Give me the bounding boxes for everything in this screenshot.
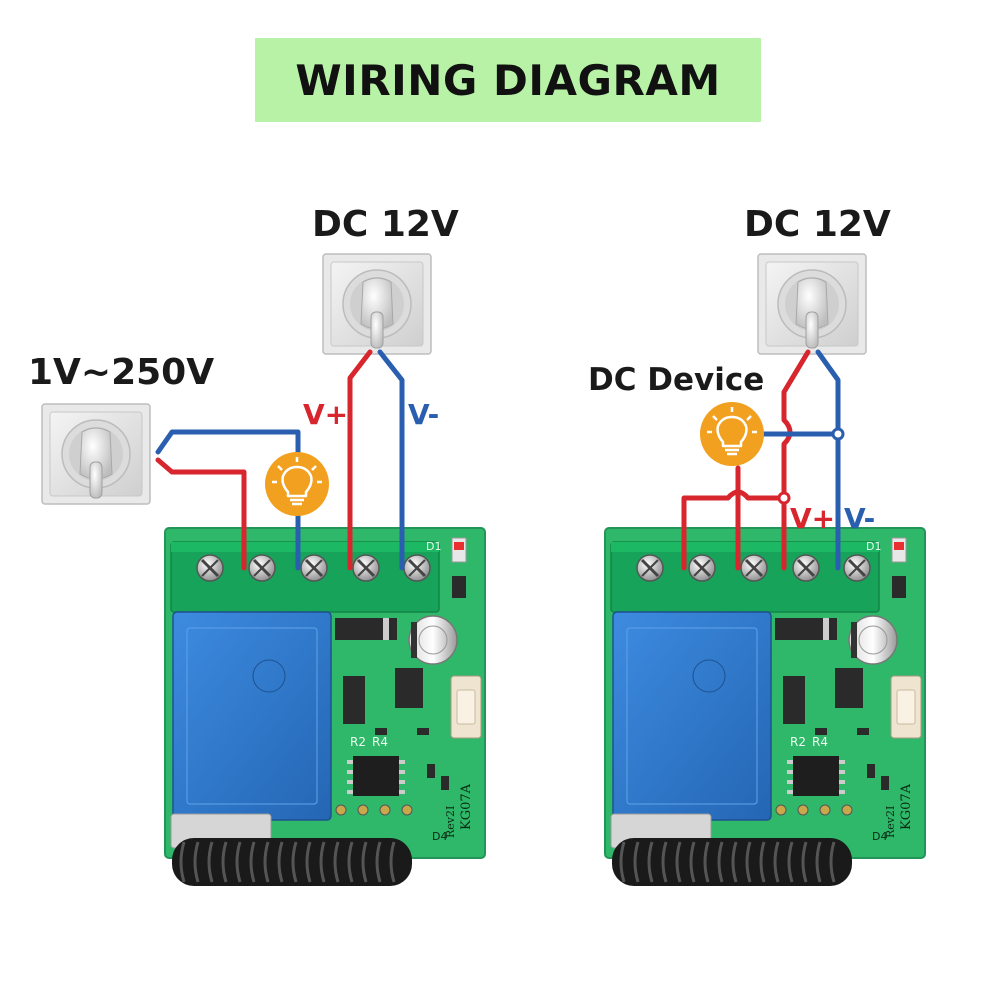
title-banner: WIRING DIAGRAM [255, 38, 761, 122]
right-board-d1: D1 [866, 540, 881, 553]
right-v-plus-label: V+ [790, 502, 836, 535]
right-board-r2: R2 [790, 735, 806, 749]
right-dc-wire-negative [815, 349, 841, 571]
right-dc-wire-positive [781, 349, 811, 571]
right-board [605, 528, 925, 858]
right-diagram [605, 253, 925, 886]
left-ac-socket-icon [41, 403, 151, 505]
left-ac-label: 1V~250V [28, 352, 215, 393]
page-title: WIRING DIAGRAM [295, 55, 721, 105]
right-board-rev: Rev2I [884, 806, 897, 838]
left-board-d1: D1 [426, 540, 441, 553]
right-v-minus-label: V- [844, 502, 876, 535]
right-board-d4: D4 [872, 830, 887, 843]
left-dc-wire-negative [377, 349, 405, 571]
left-board [165, 528, 485, 858]
left-antenna-coil-icon [172, 838, 412, 886]
left-board-model: KG07A [459, 783, 474, 830]
left-ac-wire-positive [155, 457, 247, 571]
right-board-r4: R4 [812, 735, 828, 749]
left-board-rev: Rev2I [444, 806, 457, 838]
left-dc-socket-icon [322, 253, 432, 355]
right-dc-label: DC 12V [744, 204, 891, 245]
right-light-bulb-icon [698, 400, 766, 468]
right-antenna-coil-icon [612, 838, 852, 886]
left-dc-label: DC 12V [312, 204, 459, 245]
right-bridge-wire [681, 489, 787, 571]
left-v-plus-label: V+ [303, 398, 349, 431]
left-diagram [41, 253, 485, 886]
right-dc-socket-icon [757, 253, 867, 355]
left-light-bulb-icon [263, 450, 331, 518]
left-v-minus-label: V- [408, 398, 440, 431]
right-board-model: KG07A [899, 783, 914, 830]
right-device-label: DC Device [588, 362, 765, 398]
left-board-r2: R2 [350, 735, 366, 749]
left-dc-wire-positive [347, 349, 373, 571]
left-board-d4: D4 [432, 830, 447, 843]
left-board-r4: R4 [372, 735, 388, 749]
